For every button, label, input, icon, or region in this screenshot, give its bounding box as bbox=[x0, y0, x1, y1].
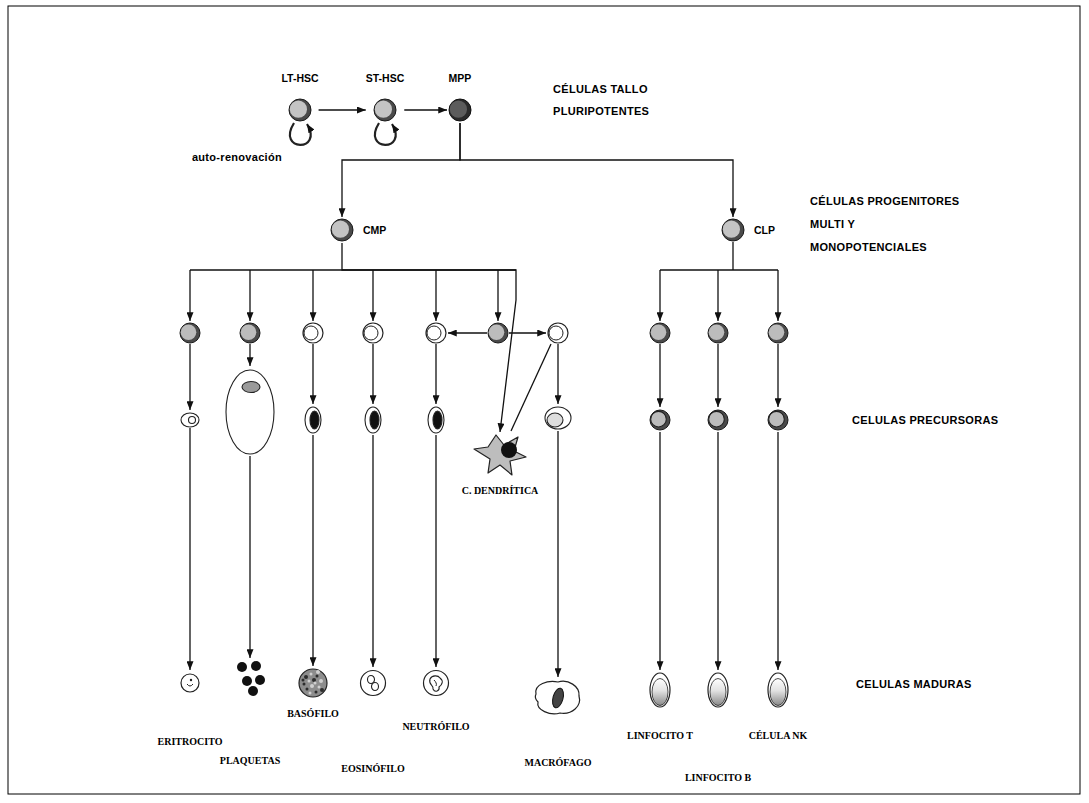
stage-label: CELULAS PRECURSORAS bbox=[852, 413, 998, 427]
cell-node: BASÓFILO bbox=[287, 667, 339, 720]
annotation: auto-renovación bbox=[192, 150, 282, 164]
cell-node: PLAQUETAS bbox=[220, 660, 280, 767]
cell-label: NEUTRÓFILO bbox=[402, 720, 469, 733]
stage-label: CELULAS MADURAS bbox=[856, 677, 972, 691]
cell-label: CÉLULA NK bbox=[749, 729, 808, 742]
cell-node: C. DENDRÍTICA bbox=[462, 432, 539, 497]
platelet-symbol bbox=[233, 660, 267, 696]
dendritic-cell-symbol bbox=[468, 432, 532, 478]
cell-node: ERITROCITO bbox=[158, 671, 223, 748]
cell-label: CMP bbox=[363, 224, 386, 237]
macrophage-symbol bbox=[532, 678, 584, 718]
cell-node: LINFOCITO B bbox=[685, 671, 751, 784]
cell-label: MPP bbox=[449, 72, 472, 85]
stage-label: CÉLULAS TALLO PLURIPOTENTES bbox=[553, 78, 665, 122]
cell-node: NEUTRÓFILO bbox=[402, 668, 469, 733]
lineage-lines bbox=[190, 242, 778, 677]
cell-node: ST-HSC bbox=[366, 72, 405, 123]
cell-node: LINFOCITO T bbox=[627, 671, 693, 742]
stem-cell bbox=[287, 97, 313, 123]
self-renewal-arrows bbox=[290, 123, 396, 145]
cell-node: MACRÓFAGO bbox=[524, 678, 591, 769]
cell-node: CÉLULA NK bbox=[749, 671, 808, 742]
cell-label: C. DENDRÍTICA bbox=[462, 484, 539, 497]
stem-cell bbox=[447, 97, 473, 123]
basophil-symbol bbox=[297, 667, 329, 699]
cell-node: LT-HSC bbox=[281, 72, 318, 123]
stem-cell bbox=[372, 97, 398, 123]
cell-label: EOSINÓFILO bbox=[341, 762, 404, 775]
lineage-arrow bbox=[342, 243, 516, 432]
cell-label: BASÓFILO bbox=[287, 707, 339, 720]
lymphocyte-symbol bbox=[706, 671, 730, 709]
cell-label: LINFOCITO T bbox=[627, 729, 693, 742]
lineage-arrow bbox=[342, 123, 460, 217]
lineage-arrow bbox=[460, 123, 733, 217]
cell-label: LINFOCITO B bbox=[685, 771, 751, 784]
cell-label: LT-HSC bbox=[281, 72, 318, 85]
frame bbox=[8, 6, 1080, 794]
stage-label: CÉLULAS PROGENITORES MULTI Y MONOPOTENCI… bbox=[810, 190, 960, 259]
lymphocyte-symbol bbox=[766, 671, 790, 709]
cell-label: ST-HSC bbox=[366, 72, 405, 85]
lineage-arrow bbox=[404, 109, 447, 110]
stem-cell bbox=[329, 217, 355, 243]
lymphocyte-symbol bbox=[648, 671, 672, 709]
cell-label: CLP bbox=[754, 224, 775, 237]
cell-node: EOSINÓFILO bbox=[341, 668, 404, 775]
stem-cell bbox=[720, 217, 746, 243]
cell-label: ERITROCITO bbox=[158, 735, 223, 748]
lineage-arrow bbox=[319, 109, 366, 110]
erythrocyte-symbol bbox=[178, 671, 202, 695]
cell-label: PLAQUETAS bbox=[220, 754, 280, 767]
neutrophil-symbol bbox=[421, 668, 451, 698]
precursor-cells bbox=[181, 370, 788, 454]
cell-node: CLP bbox=[720, 217, 775, 243]
cell-label: MACRÓFAGO bbox=[524, 756, 591, 769]
cell-node: CMP bbox=[329, 217, 386, 243]
cell-node: MPP bbox=[447, 72, 473, 123]
progenitor-cells bbox=[180, 323, 788, 343]
eosinophil-symbol bbox=[358, 668, 388, 698]
